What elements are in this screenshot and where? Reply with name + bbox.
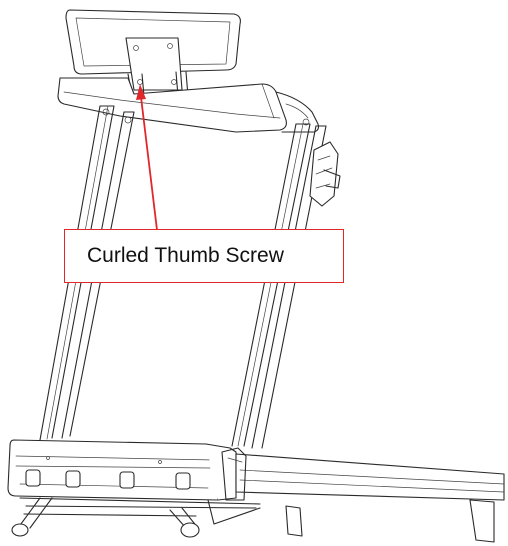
running-deck [221, 447, 505, 501]
side-grip [309, 141, 341, 207]
console-base [57, 77, 320, 133]
callout-box: Curled Thumb Screw [64, 229, 344, 283]
base-frame [11, 497, 495, 543]
console-mount-bracket [125, 37, 189, 97]
right-upright [231, 118, 327, 449]
callout-label: Curled Thumb Screw [87, 244, 284, 267]
callout-arrow [136, 84, 158, 231]
motor-housing [7, 439, 237, 501]
